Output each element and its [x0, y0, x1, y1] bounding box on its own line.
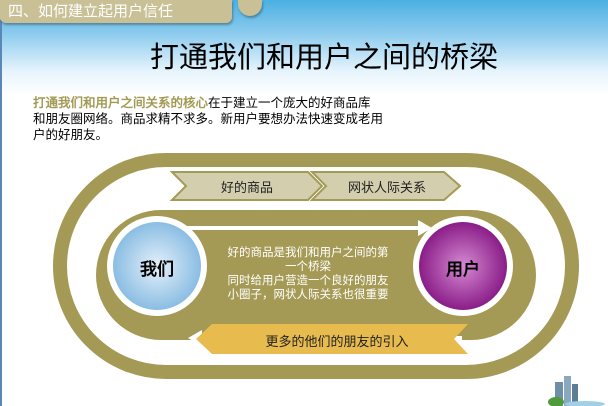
- intro-highlight: 打通我们和用户之间关系的核心: [33, 95, 209, 110]
- intro-text: 在于建立一个庞大的好商品库和朋友圈网络。商品求精不求多。新用户要想办法快速变成老…: [33, 95, 384, 142]
- step-more-friends: 更多的他们的朋友的引入: [265, 335, 409, 350]
- intro-paragraph: 打通我们和用户之间关系的核心在于建立一个庞大的好商品库和朋友圈网络。商品求精不求…: [33, 95, 383, 143]
- chevron-step-2: [309, 171, 462, 201]
- center-text: 好的商品是我们和用户之间的第一个桥梁 同时给用户营造一个良好的朋友小圈子，网状人…: [222, 245, 394, 301]
- section-tab[interactable]: 四、如何建立起用户信任: [0, 0, 232, 23]
- heart-badge-icon: [238, 0, 262, 16]
- center-line-2: 同时给用户营造一个良好的朋友小圈子，网状人际关系也很重要: [227, 273, 389, 301]
- page-title: 打通我们和用户之间的桥梁: [149, 40, 498, 74]
- arrow-left-head: [188, 330, 202, 346]
- circle-we-label: 我们: [140, 260, 174, 280]
- left-border: [0, 20, 2, 406]
- circle-users-label: 用户: [446, 260, 480, 280]
- step-good-goods: 好的商品: [220, 181, 273, 196]
- arrow-right-head: [418, 220, 432, 236]
- outer-ring: [53, 153, 579, 379]
- circle-users: [419, 222, 507, 310]
- buildings-icon: [548, 376, 605, 406]
- center-line-1: 好的商品是我们和用户之间的第一个桥梁: [227, 245, 389, 273]
- bottom-step: [196, 324, 468, 354]
- step-network: 网状人际关系: [347, 181, 426, 196]
- circle-we: [113, 222, 201, 310]
- chevron-step-1: [169, 171, 324, 201]
